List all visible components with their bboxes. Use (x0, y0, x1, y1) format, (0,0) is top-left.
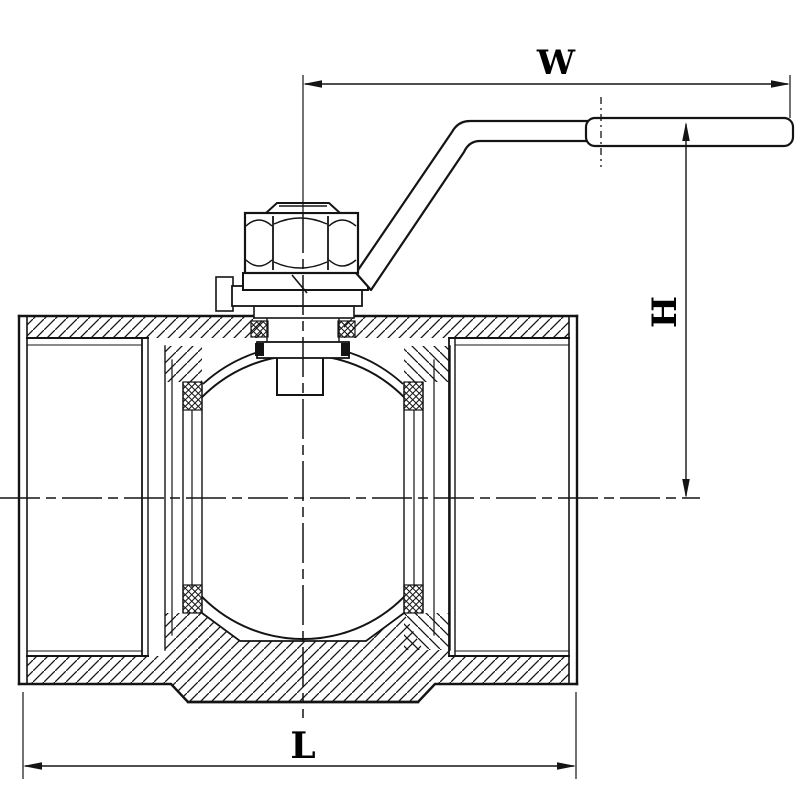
stop-tab (215, 276, 234, 312)
handle-base (242, 272, 369, 291)
handle-grip (584, 116, 795, 148)
arrowhead-up (682, 122, 690, 141)
dimension-w-label: W (536, 43, 576, 83)
dimension-h-label: H (645, 296, 685, 328)
arrowhead-left (23, 762, 42, 770)
hex-nut-facets (245, 216, 357, 270)
dimension-l: L (22, 692, 577, 779)
dimension-w: W (303, 43, 791, 118)
gland-plate (253, 305, 355, 319)
packing-seal-right (337, 320, 356, 338)
center-lines (0, 75, 700, 718)
dimension-h: H (645, 122, 690, 498)
hex-nut (243, 211, 360, 275)
left-threaded-port (26, 337, 173, 657)
arrowhead-right (557, 762, 576, 770)
collar-seal-left (255, 343, 264, 356)
valve-seats (182, 381, 424, 614)
stem-nut (243, 202, 360, 275)
body-section-hatching (27, 317, 569, 702)
lever-handle (242, 97, 795, 294)
arrowhead-right (771, 80, 790, 88)
valve-body (17, 314, 579, 704)
packing-seal-left (250, 320, 269, 338)
arrowhead-down (682, 479, 690, 498)
dimension-l-label: L (290, 725, 315, 767)
arrowhead-left (303, 80, 322, 88)
collar-seal-right (341, 343, 350, 356)
stem-tang (276, 356, 324, 396)
handle-lock-tab (291, 274, 308, 294)
